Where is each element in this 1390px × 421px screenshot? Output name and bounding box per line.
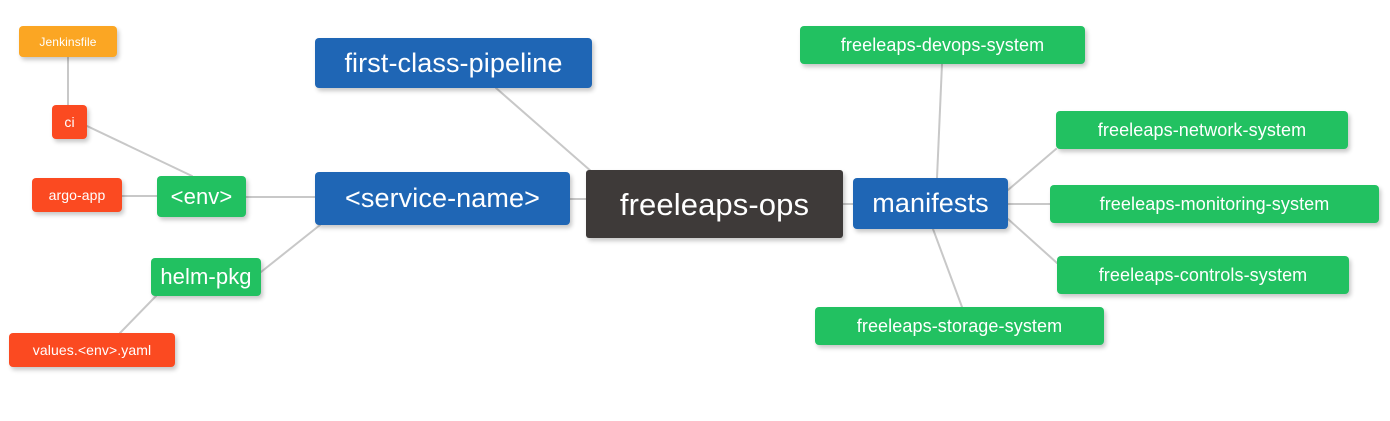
edge-manifests-to-freeleaps-controls-system (1007, 218, 1058, 264)
edge-freeleaps-ops-to-first-class-pipeline (495, 87, 593, 173)
edge-env-to-ci (86, 125, 193, 177)
mindmap-node-freeleaps-ops[interactable]: freeleaps-ops (586, 170, 843, 238)
mindmap-node-manifests[interactable]: manifests (853, 178, 1008, 229)
mindmap-node-argo-app[interactable]: argo-app (32, 178, 122, 212)
edge-manifests-to-freeleaps-storage-system (932, 228, 963, 308)
mindmap-node-freeleaps-storage-system[interactable]: freeleaps-storage-system (815, 307, 1104, 345)
edge-manifests-to-freeleaps-devops-system (936, 63, 943, 179)
mindmap-node-env[interactable]: <env> (157, 176, 246, 217)
mindmap-node-helm-pkg[interactable]: helm-pkg (151, 258, 261, 296)
mindmap-node-freeleaps-network-system[interactable]: freeleaps-network-system (1056, 111, 1348, 149)
mindmap-node-freeleaps-controls-system[interactable]: freeleaps-controls-system (1057, 256, 1349, 294)
edge-manifests-to-freeleaps-network-system (1007, 148, 1057, 191)
mindmap-node-ci[interactable]: ci (52, 105, 87, 139)
mindmap-node-freeleaps-monitoring-system[interactable]: freeleaps-monitoring-system (1050, 185, 1379, 223)
edge-helm-pkg-to-values-env-yaml (119, 295, 157, 334)
mindmap-node-freeleaps-devops-system[interactable]: freeleaps-devops-system (800, 26, 1085, 64)
mindmap-node-service-name[interactable]: <service-name> (315, 172, 570, 225)
mindmap-node-values-env-yaml[interactable]: values.<env>.yaml (9, 333, 175, 367)
mindmap-node-jenkinsfile[interactable]: Jenkinsfile (19, 26, 117, 57)
mindmap-node-first-class-pipeline[interactable]: first-class-pipeline (315, 38, 592, 88)
edge-service-name-to-helm-pkg (260, 224, 321, 273)
